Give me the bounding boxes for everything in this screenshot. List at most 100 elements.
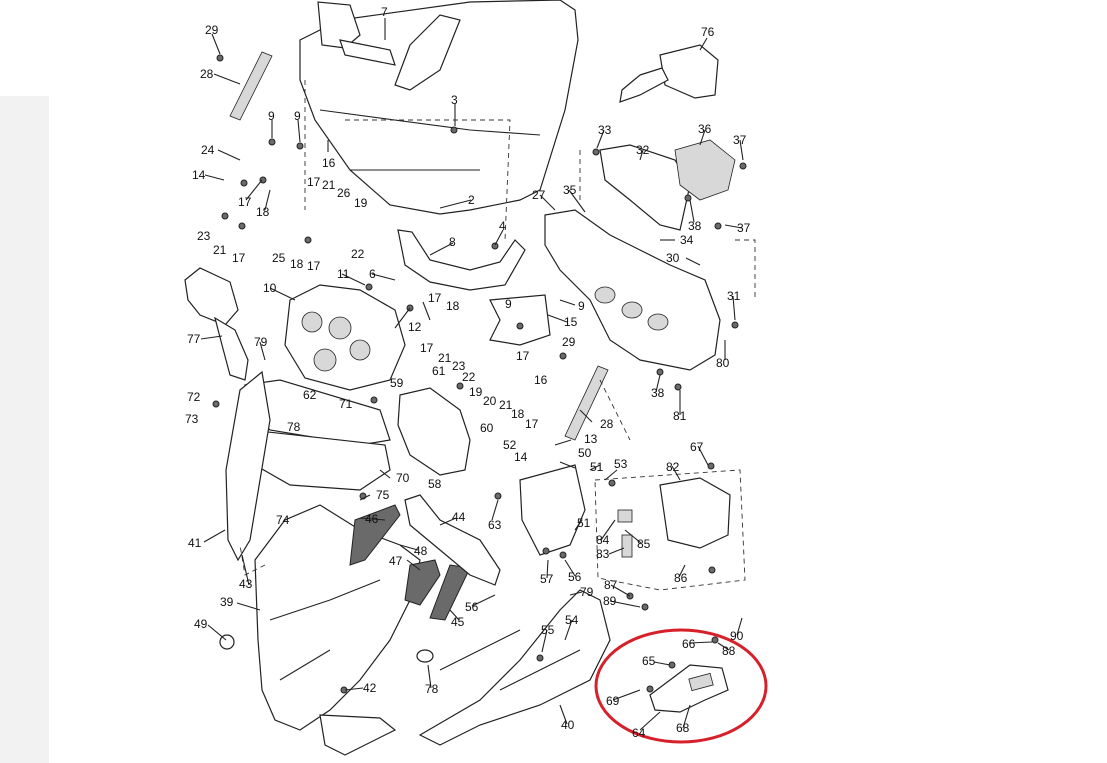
callout-24: 24 [201, 143, 215, 157]
callout-45: 45 [451, 615, 465, 629]
callout-75: 75 [376, 488, 390, 502]
callout-54: 54 [565, 613, 579, 627]
callout-82: 82 [666, 460, 680, 474]
pin-part-83 [621, 534, 633, 558]
rubber-strip-lower [564, 365, 609, 441]
callout-79: 79 [254, 335, 268, 349]
lower-cowling-40 [418, 589, 611, 746]
callout-19: 19 [469, 385, 483, 399]
callout-15: 15 [564, 315, 578, 329]
callout-21: 21 [322, 178, 336, 192]
callout-66: 66 [682, 637, 696, 651]
callout-21: 21 [499, 398, 513, 412]
callout-69: 69 [606, 694, 620, 708]
callout-6: 6 [369, 267, 376, 281]
chin-spoiler [319, 714, 397, 756]
callout-80: 80 [716, 356, 730, 370]
callout-3: 3 [451, 93, 458, 107]
stay-part-15 [489, 294, 551, 346]
callout-17: 17 [516, 349, 530, 363]
callout-55: 55 [541, 623, 555, 637]
callout-22: 22 [462, 370, 476, 384]
callout-18: 18 [446, 299, 460, 313]
callout-32: 32 [636, 143, 650, 157]
callout-14: 14 [192, 168, 206, 182]
callout-60: 60 [480, 421, 494, 435]
callout-71: 71 [339, 397, 353, 411]
callout-48: 48 [414, 544, 428, 558]
callout-30: 30 [666, 251, 680, 265]
callout-51: 51 [590, 460, 604, 474]
callout-43: 43 [239, 577, 253, 591]
callout-78: 78 [287, 420, 301, 434]
callout-67: 67 [690, 440, 704, 454]
left-margin-strip [0, 96, 49, 763]
callout-33: 33 [598, 123, 612, 137]
callout-87: 87 [604, 578, 618, 592]
callout-34: 34 [680, 233, 694, 247]
callout-70: 70 [396, 471, 410, 485]
assembly-guides [239, 80, 756, 576]
callout-16: 16 [534, 373, 548, 387]
callout-51: 51 [577, 516, 591, 530]
callout-35: 35 [563, 183, 577, 197]
windscreen-bracket [339, 39, 396, 66]
callout-37: 37 [737, 221, 751, 235]
windscreen-mount-right [394, 14, 461, 91]
callout-81: 81 [673, 409, 687, 423]
callout-88: 88 [722, 644, 736, 658]
callout-29: 29 [205, 23, 219, 37]
callout-56: 56 [465, 600, 479, 614]
callout-16: 16 [322, 156, 336, 170]
rubber-strip-top [229, 51, 273, 121]
callout-85: 85 [637, 537, 651, 551]
front-cowling-39 [254, 504, 421, 731]
callout-56: 56 [568, 570, 582, 584]
callout-9: 9 [268, 109, 275, 123]
callout-21: 21 [213, 243, 227, 257]
callout-63: 63 [488, 518, 502, 532]
callout-4: 4 [499, 219, 506, 233]
callout-84: 84 [596, 533, 610, 547]
callout-62: 62 [303, 388, 317, 402]
callout-53: 53 [614, 457, 628, 471]
main-stay-part [397, 229, 526, 291]
air-duct-47 [404, 559, 441, 606]
callout-64: 64 [632, 726, 646, 740]
callout-23: 23 [197, 229, 211, 243]
callout-79: 79 [580, 585, 594, 599]
callout-23: 23 [452, 359, 466, 373]
callout-12: 12 [408, 320, 422, 334]
callout-17: 17 [307, 259, 321, 273]
callout-90: 90 [730, 629, 744, 643]
callout-11: 11 [337, 267, 350, 281]
callout-38: 38 [651, 386, 665, 400]
callout-61: 61 [432, 364, 446, 378]
callout-21: 21 [438, 351, 452, 365]
callout-47: 47 [389, 554, 403, 568]
callout-40: 40 [561, 718, 575, 732]
callout-8: 8 [449, 235, 456, 249]
callout-17: 17 [428, 291, 442, 305]
meter-module-part [674, 139, 736, 201]
callout-76: 76 [701, 25, 715, 39]
clip-part-85 [617, 509, 633, 523]
callout-52: 52 [503, 438, 517, 452]
callout-9: 9 [294, 109, 301, 123]
callout-19: 19 [354, 196, 368, 210]
callout-9: 9 [578, 299, 585, 313]
leader-lines [200, 18, 744, 731]
callout-27: 27 [532, 188, 546, 202]
callout-37: 37 [733, 133, 747, 147]
callout-59: 59 [390, 376, 404, 390]
callout-86: 86 [674, 571, 688, 585]
inner-panel-58 [397, 387, 471, 476]
callout-17: 17 [232, 251, 246, 265]
windscreen-mount-left [317, 1, 361, 49]
callout-73: 73 [185, 412, 199, 426]
callout-38: 38 [688, 219, 702, 233]
meter-bracket-part [544, 209, 721, 371]
callout-20: 20 [483, 394, 497, 408]
